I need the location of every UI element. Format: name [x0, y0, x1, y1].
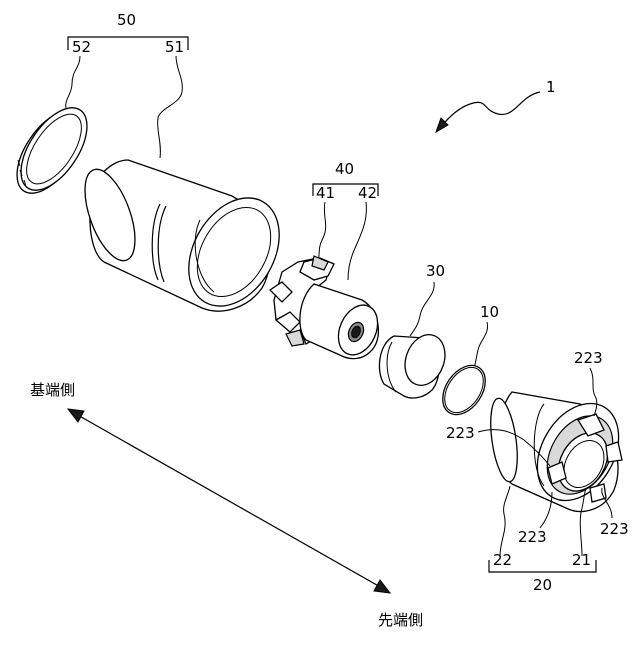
inner-group-label: 40 [335, 160, 354, 178]
tab-label-left: 223 [446, 424, 475, 442]
inner-b-label: 42 [358, 184, 377, 202]
tab-label-bottom-right: 223 [600, 520, 629, 538]
cap-body-label: 51 [165, 38, 184, 56]
cylinder-label: 30 [426, 262, 445, 280]
cap-body-cylinder [75, 160, 298, 322]
cap-end-label: 52 [72, 38, 91, 56]
nozzle-assembly [486, 389, 635, 515]
direction-arrow: 基端側 先端側 [30, 381, 423, 629]
cap-group-label: 50 [117, 11, 136, 29]
tab-label-bottom-left: 223 [518, 528, 547, 546]
assembly-label: 1 [546, 78, 556, 96]
nozzle-group-label: 20 [533, 576, 552, 594]
nozzle-a-label: 22 [493, 551, 512, 569]
inner-a-label: 41 [316, 184, 335, 202]
assembly-pointer: 1 [436, 78, 556, 132]
cylinder-part: 30 [379, 262, 451, 398]
nozzle-b-label: 21 [572, 551, 591, 569]
inner-component [270, 256, 385, 361]
ring-label: 10 [480, 303, 499, 321]
tab-label-top-right: 223 [574, 349, 603, 367]
tip-side-label: 先端側 [378, 611, 423, 629]
base-side-label: 基端側 [30, 381, 75, 399]
